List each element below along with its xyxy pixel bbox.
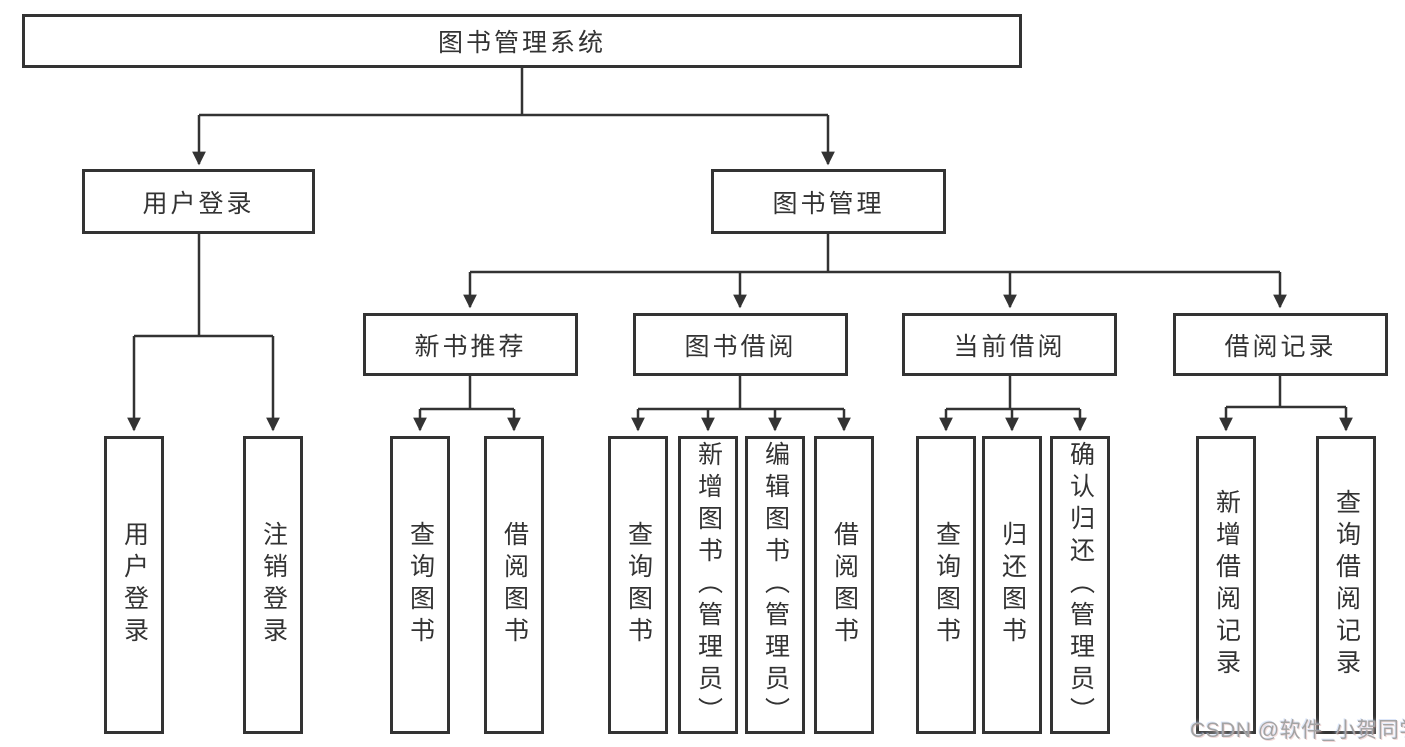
- watermark: CSDN @软件_小贺同学: [1190, 719, 1405, 742]
- node-book-borrowing: 图书借阅: [633, 313, 848, 376]
- node-label: 图书管理系统: [437, 29, 606, 57]
- node-label: 当前借阅: [953, 332, 1066, 361]
- node-borrowing-records: 借阅记录: [1173, 313, 1388, 376]
- node-label: 借阅图书: [830, 521, 859, 649]
- node-leaf-add-book-admin: 新增图书（管理员）: [678, 436, 738, 734]
- node-leaf-edit-book-admin: 编辑图书（管理员）: [745, 436, 805, 734]
- node-leaf-return-book: 归还图书: [982, 436, 1042, 734]
- node-label: 借阅记录: [1224, 332, 1337, 361]
- node-book-management: 图书管理: [711, 169, 946, 234]
- node-new-book-recommendation: 新书推荐: [363, 313, 578, 376]
- node-label: 用户登录: [142, 189, 255, 218]
- node-label: 注销登录: [259, 521, 288, 649]
- node-label: 查询图书: [932, 521, 961, 649]
- node-leaf-borrow-book: 借阅图书: [814, 436, 874, 734]
- node-label: 新书推荐: [414, 332, 527, 361]
- node-leaf-query-borrow-record: 查询借阅记录: [1316, 436, 1376, 734]
- node-leaf-confirm-return-admin: 确认归还（管理员）: [1050, 436, 1110, 734]
- node-leaf-logout: 注销登录: [243, 436, 303, 734]
- node-user-login: 用户登录: [82, 169, 315, 234]
- node-leaf-current-query-book: 查询图书: [916, 436, 976, 734]
- node-leaf-recommend-query-book: 查询图书: [390, 436, 450, 734]
- node-label: 查询借阅记录: [1332, 489, 1361, 681]
- node-library-management-system: 图书管理系统: [22, 14, 1022, 68]
- node-leaf-user-login: 用户登录: [104, 436, 164, 734]
- node-leaf-recommend-borrow-book: 借阅图书: [484, 436, 544, 734]
- node-leaf-add-borrow-record: 新增借阅记录: [1196, 436, 1256, 734]
- node-leaf-borrow-query-book: 查询图书: [608, 436, 668, 734]
- node-label: 归还图书: [998, 521, 1027, 649]
- node-label: 查询图书: [406, 521, 435, 649]
- node-label: 新增借阅记录: [1212, 489, 1241, 681]
- node-label: 查询图书: [624, 521, 653, 649]
- node-label: 借阅图书: [500, 521, 529, 649]
- node-label: 新增图书（管理员）: [694, 441, 723, 729]
- node-label: 用户登录: [120, 521, 149, 649]
- node-current-borrowing: 当前借阅: [902, 313, 1117, 376]
- node-label: 编辑图书（管理员）: [761, 441, 790, 729]
- node-label: 图书借阅: [684, 332, 797, 361]
- node-label: 确认归还（管理员）: [1066, 441, 1095, 729]
- node-label: 图书管理: [772, 189, 885, 218]
